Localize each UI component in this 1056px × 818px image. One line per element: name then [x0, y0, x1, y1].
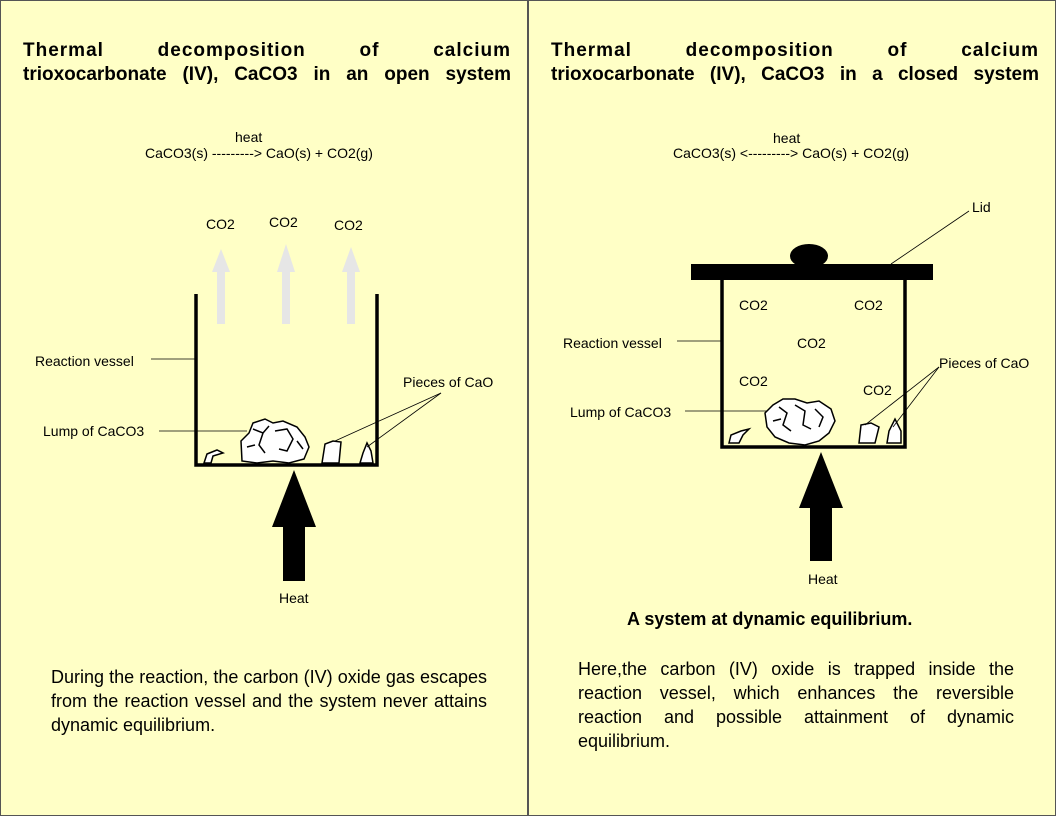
closed-gas-label: CO2	[854, 297, 883, 313]
reaction-vessel	[720, 280, 907, 449]
closed-equation: CaCO3(s) <---------> CaO(s) + CO2(g)	[673, 145, 910, 161]
cao-piece	[202, 449, 226, 464]
cao-piece	[728, 427, 752, 444]
closed-system-description: Here,the carbon (IV) oxide is trapped in…	[578, 659, 1014, 751]
closed-lump-label: Lump of CaCO3	[570, 404, 672, 420]
lid-label: Lid	[972, 199, 991, 215]
cao-piece	[886, 417, 902, 444]
closed-system-diagram	[677, 210, 970, 561]
closed-equation-condition: heat	[773, 130, 801, 146]
closed-gas-label: CO2	[797, 335, 826, 351]
open-gas-label: CO2	[269, 214, 298, 230]
open-equation-condition: heat	[235, 129, 263, 145]
leader-lines	[151, 358, 442, 448]
lump-of-caco3	[764, 398, 836, 446]
closed-system-title-line2: trioxocarbonate (IV), CaCO3 in a closed …	[551, 64, 1039, 85]
open-system-title-line1: Thermal decomposition of calcium	[23, 40, 511, 61]
heat-arrow	[272, 470, 316, 581]
lid	[691, 264, 933, 280]
open-system-panel: Thermal decomposition of calcium trioxoc…	[0, 0, 528, 816]
reaction-vessel	[194, 294, 379, 467]
closed-vessel-label: Reaction vessel	[563, 335, 662, 351]
open-vessel-label: Reaction vessel	[35, 353, 134, 369]
open-system-title: Thermal decomposition of calcium trioxoc…	[23, 39, 511, 87]
open-heat-label: Heat	[279, 590, 309, 606]
closed-gas-label: CO2	[739, 297, 768, 313]
escaping-gas-arrow	[277, 244, 295, 324]
closed-heat-label: Heat	[808, 571, 838, 587]
open-lump-label: Lump of CaCO3	[43, 423, 145, 439]
closed-system-title-line1: Thermal decomposition of calcium	[551, 40, 1039, 61]
open-gas-label: CO2	[206, 216, 235, 232]
open-pieces-label: Pieces of CaO	[403, 374, 494, 390]
closed-pieces-label: Pieces of CaO	[939, 355, 1030, 371]
closed-system-title: Thermal decomposition of calcium trioxoc…	[551, 39, 1039, 87]
dynamic-equilibrium-heading: A system at dynamic equilibrium.	[627, 609, 913, 629]
closed-system-panel: Thermal decomposition of calcium trioxoc…	[528, 0, 1056, 816]
escaping-gas-arrow	[212, 249, 230, 324]
cao-piece	[321, 440, 342, 464]
open-equation: CaCO3(s) ---------> CaO(s) + CO2(g)	[145, 145, 373, 161]
cao-piece	[858, 422, 880, 444]
lump-of-caco3	[240, 418, 310, 464]
escaping-gas-arrow	[342, 247, 360, 324]
heat-arrow	[799, 452, 843, 561]
open-gas-label: CO2	[334, 217, 363, 233]
lid-knob	[790, 244, 828, 268]
cao-piece	[358, 441, 374, 464]
open-system-diagram	[151, 244, 442, 581]
leader-lines	[677, 210, 970, 428]
open-system-title-line2: trioxocarbonate (IV), CaCO3 in an open s…	[23, 64, 511, 85]
closed-gas-label: CO2	[739, 373, 768, 389]
closed-gas-label: CO2	[863, 382, 892, 398]
open-system-description: During the reaction, the carbon (IV) oxi…	[51, 667, 487, 735]
